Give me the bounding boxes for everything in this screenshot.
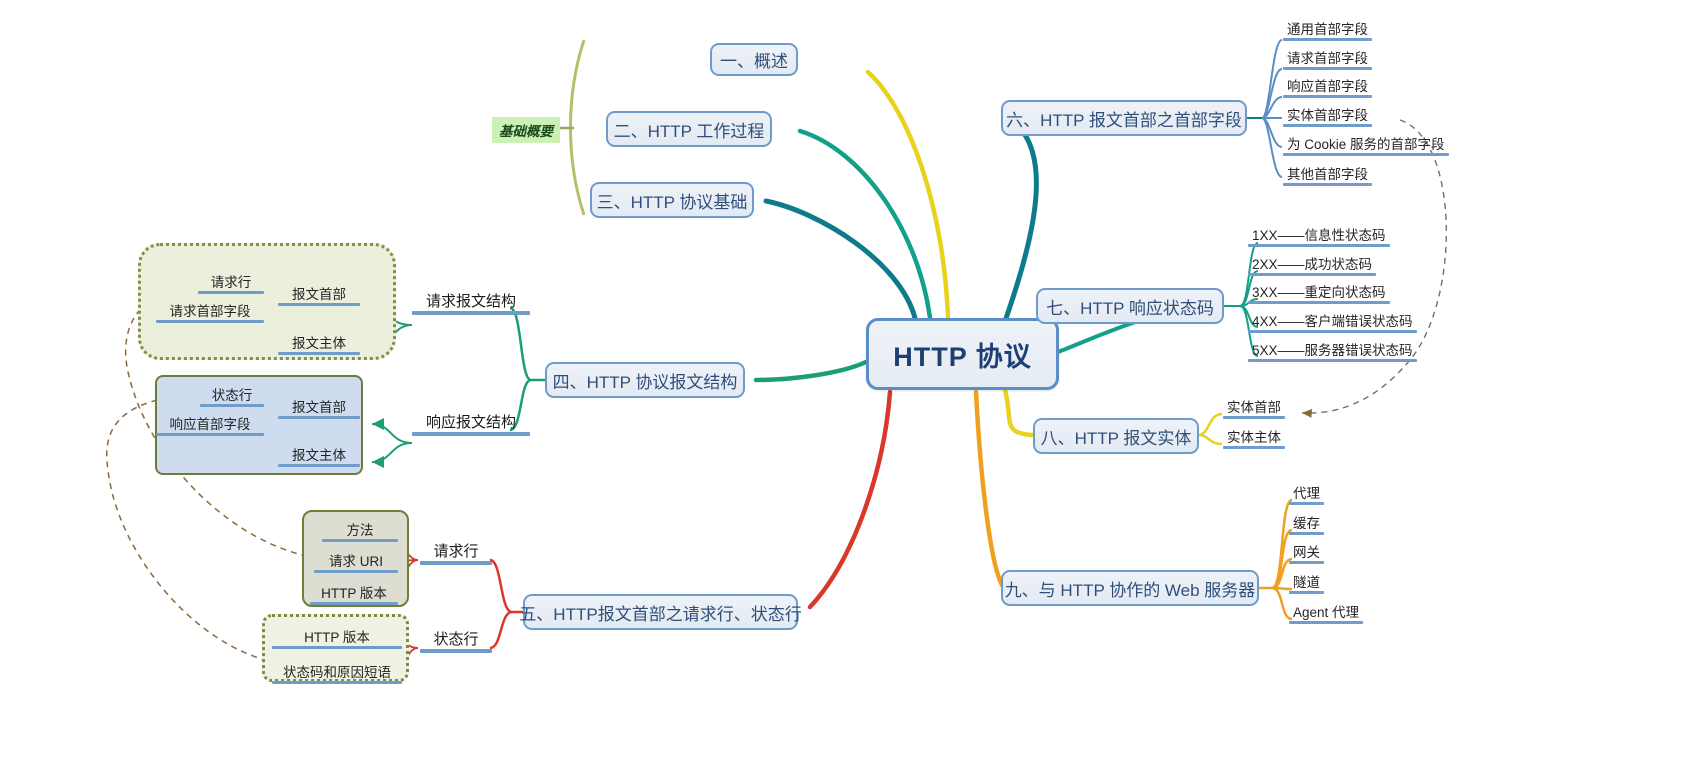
web-server-item-0[interactable]: 代理 (1289, 482, 1324, 505)
request-line-branch-label: 请求行 (433, 543, 479, 560)
response-message-structure[interactable]: 响应报文结构 (412, 411, 530, 436)
request-message-header[interactable]: 报文首部 (278, 283, 360, 306)
web-server-item-4-label: Agent 代理 (1293, 605, 1360, 620)
central-topic-label: HTTP 协议 (893, 341, 1032, 372)
status-code-reason-item[interactable]: 状态码和原因短语 (272, 661, 402, 684)
request-message-header-label: 报文首部 (292, 287, 346, 302)
response-header-fields-ref-label: 响应首部字段 (169, 417, 251, 432)
request-method-item[interactable]: 方法 (322, 519, 398, 542)
web-server-item-3[interactable]: 隧道 (1289, 571, 1324, 594)
web-server-item-3-label: 隧道 (1293, 575, 1320, 590)
branch-node-9[interactable]: 九、与 HTTP 协作的 Web 服务器 (1001, 570, 1259, 606)
branch-node-1[interactable]: 一、概述 (710, 43, 798, 76)
header-field-item-5-label: 其他首部字段 (1287, 167, 1368, 182)
branch-node-6[interactable]: 六、HTTP 报文首部之首部字段 (1001, 100, 1247, 136)
web-server-item-2-label: 网关 (1293, 545, 1320, 560)
status-http-version-item-label: HTTP 版本 (304, 630, 370, 645)
entity-item-0[interactable]: 实体首部 (1223, 396, 1285, 419)
header-field-item-1-label: 请求首部字段 (1287, 51, 1368, 66)
branch-node-4[interactable]: 四、HTTP 协议报文结构 (545, 362, 745, 398)
branch-node-4-label: 四、HTTP 协议报文结构 (552, 372, 738, 392)
request-message-body-label: 报文主体 (292, 336, 346, 351)
header-field-item-4-label: 为 Cookie 服务的首部字段 (1287, 137, 1445, 152)
request-line-frame (302, 510, 409, 607)
status-code-item-0[interactable]: 1XX——信息性状态码 (1248, 224, 1390, 247)
entity-item-1-label: 实体主体 (1227, 430, 1281, 445)
web-server-item-2[interactable]: 网关 (1289, 541, 1324, 564)
branch-node-7-label: 七、HTTP 响应状态码 (1046, 298, 1214, 318)
status-code-reason-item-label: 状态码和原因短语 (283, 665, 391, 680)
request-structure-frame (138, 243, 396, 360)
branch-node-9-label: 九、与 HTTP 协作的 Web 服务器 (1004, 580, 1256, 600)
status-code-item-0-label: 1XX——信息性状态码 (1252, 228, 1386, 243)
branch-node-2-label: 二、HTTP 工作过程 (613, 121, 765, 141)
response-message-body[interactable]: 报文主体 (278, 444, 360, 467)
overview-annotation-label: 基础概要 (499, 124, 553, 139)
response-message-structure-label: 响应报文结构 (425, 414, 516, 431)
branch-node-7[interactable]: 七、HTTP 响应状态码 (1036, 288, 1224, 324)
response-message-header[interactable]: 报文首部 (278, 396, 360, 419)
status-http-version-item[interactable]: HTTP 版本 (272, 626, 402, 649)
status-code-item-3-label: 4XX——客户端错误状态码 (1252, 314, 1413, 329)
header-field-item-3[interactable]: 实体首部字段 (1283, 104, 1372, 127)
header-field-item-1[interactable]: 请求首部字段 (1283, 47, 1372, 70)
status-code-item-2[interactable]: 3XX——重定向状态码 (1248, 281, 1390, 304)
entity-item-0-label: 实体首部 (1227, 400, 1281, 415)
status-code-item-1[interactable]: 2XX——成功状态码 (1248, 253, 1377, 276)
web-server-item-1-label: 缓存 (1293, 516, 1320, 531)
header-field-item-2[interactable]: 响应首部字段 (1283, 75, 1372, 98)
branch-node-6-label: 六、HTTP 报文首部之首部字段 (1006, 110, 1242, 130)
web-server-item-4[interactable]: Agent 代理 (1289, 601, 1364, 624)
branch-node-8[interactable]: 八、HTTP 报文实体 (1033, 418, 1199, 454)
request-http-version-item[interactable]: HTTP 版本 (310, 582, 398, 605)
status-code-item-4[interactable]: 5XX——服务器错误状态码 (1248, 339, 1417, 362)
branch-node-1-label: 一、概述 (720, 52, 788, 71)
status-line-branch[interactable]: 状态行 (420, 628, 492, 653)
header-field-item-2-label: 响应首部字段 (1287, 79, 1368, 94)
web-server-item-1[interactable]: 缓存 (1289, 512, 1324, 535)
request-header-fields-ref-label: 请求首部字段 (169, 304, 251, 319)
status-code-item-3[interactable]: 4XX——客户端错误状态码 (1248, 310, 1417, 333)
request-header-fields-ref[interactable]: 请求首部字段 (156, 300, 264, 323)
status-line-ref[interactable]: 状态行 (200, 384, 264, 407)
request-uri-item-label: 请求 URI (329, 554, 383, 569)
request-message-structure-label: 请求报文结构 (425, 293, 516, 310)
response-message-header-label: 报文首部 (292, 400, 346, 415)
branch-node-3-label: 三、HTTP 协议基础 (596, 192, 748, 212)
branch-node-5-label: 五、HTTP报文首部之请求行、状态行 (519, 604, 802, 624)
overview-annotation: 基础概要 (492, 117, 560, 143)
header-field-item-5[interactable]: 其他首部字段 (1283, 163, 1372, 186)
entity-item-1[interactable]: 实体主体 (1223, 426, 1285, 449)
status-line-ref-label: 状态行 (211, 388, 253, 403)
response-header-fields-ref[interactable]: 响应首部字段 (156, 413, 264, 436)
request-line-ref-label: 请求行 (210, 275, 252, 290)
branch-node-8-label: 八、HTTP 报文实体 (1040, 428, 1192, 448)
request-line-branch[interactable]: 请求行 (420, 540, 492, 565)
response-message-body-label: 报文主体 (292, 448, 346, 463)
web-server-item-0-label: 代理 (1293, 486, 1320, 501)
header-field-item-3-label: 实体首部字段 (1287, 108, 1368, 123)
response-structure-frame (155, 375, 363, 475)
header-field-item-0-label: 通用首部字段 (1287, 22, 1368, 37)
branch-node-5[interactable]: 五、HTTP报文首部之请求行、状态行 (519, 594, 802, 630)
status-code-item-4-label: 5XX——服务器错误状态码 (1252, 343, 1413, 358)
status-line-branch-label: 状态行 (433, 631, 479, 648)
request-method-item-label: 方法 (346, 523, 374, 538)
branch-node-3[interactable]: 三、HTTP 协议基础 (590, 182, 754, 218)
request-message-body[interactable]: 报文主体 (278, 332, 360, 355)
request-line-ref[interactable]: 请求行 (198, 271, 264, 294)
status-code-item-1-label: 2XX——成功状态码 (1252, 257, 1373, 272)
request-message-structure[interactable]: 请求报文结构 (412, 290, 530, 315)
header-field-item-0[interactable]: 通用首部字段 (1283, 18, 1372, 41)
header-field-item-4[interactable]: 为 Cookie 服务的首部字段 (1283, 133, 1449, 156)
status-code-item-2-label: 3XX——重定向状态码 (1252, 285, 1386, 300)
request-http-version-item-label: HTTP 版本 (321, 586, 387, 601)
central-topic[interactable]: HTTP 协议 (866, 318, 1059, 390)
branch-node-2[interactable]: 二、HTTP 工作过程 (606, 111, 772, 147)
request-uri-item[interactable]: 请求 URI (314, 550, 398, 573)
